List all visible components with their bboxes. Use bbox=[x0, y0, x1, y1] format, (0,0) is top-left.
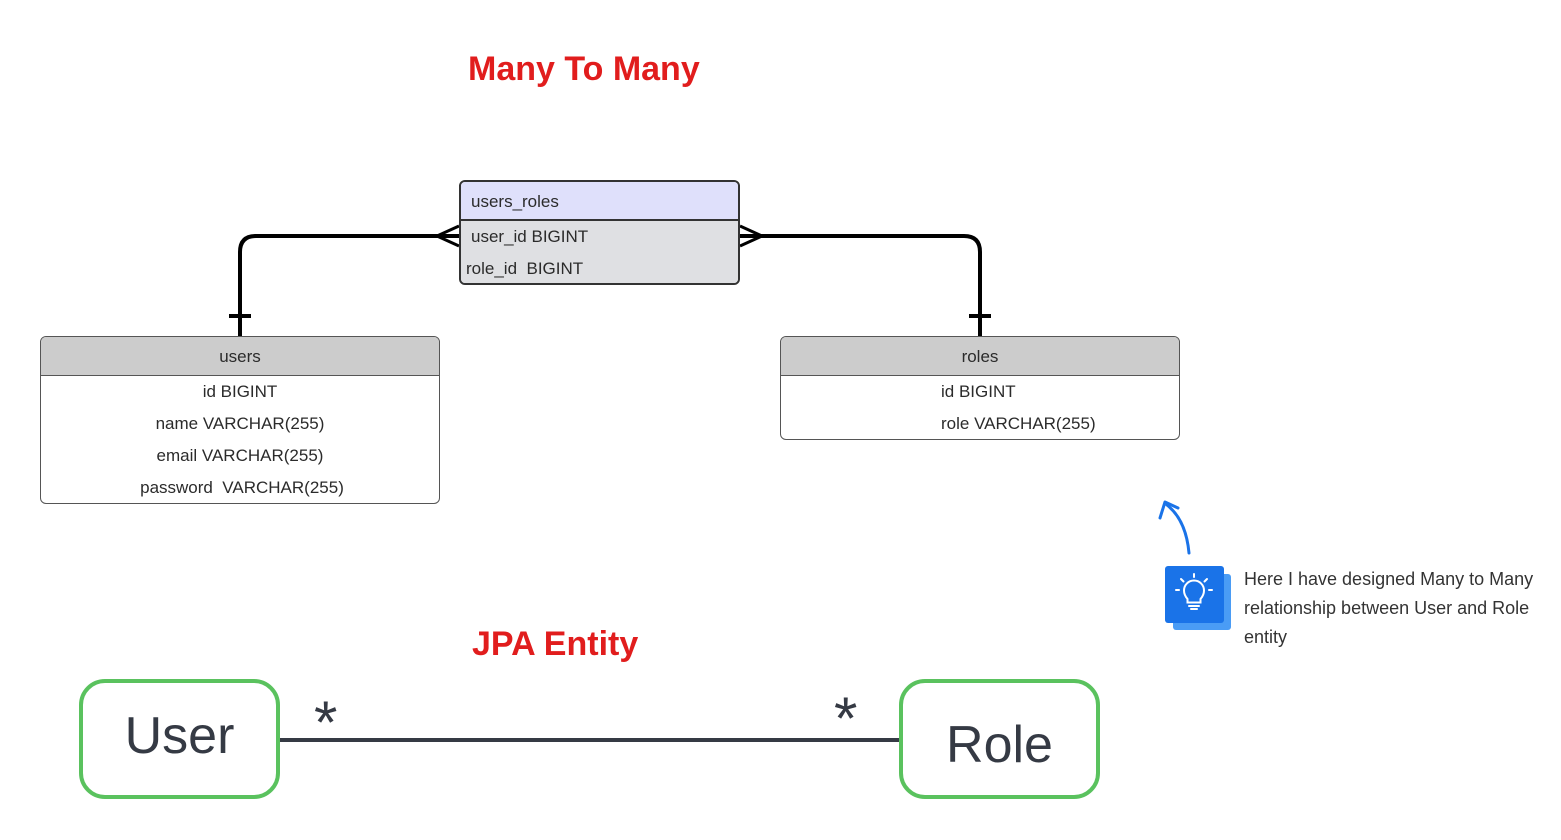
crowfoot-users bbox=[436, 224, 460, 248]
lightbulb-icon bbox=[1165, 566, 1231, 630]
diagram-title: Many To Many bbox=[468, 50, 700, 88]
note-arrowhead bbox=[1158, 500, 1180, 520]
connector-users bbox=[238, 234, 459, 336]
table-column: role_id BIGINT bbox=[466, 259, 584, 278]
table-column: password VARCHAR(255) bbox=[140, 478, 344, 497]
connector-roles bbox=[740, 234, 982, 336]
table-roles[interactable]: roles id BIGINT role VARCHAR(255) bbox=[780, 336, 1180, 440]
entity-role[interactable]: Role bbox=[899, 679, 1100, 799]
table-column: user_id BIGINT bbox=[471, 227, 589, 246]
crowfoot-roles bbox=[739, 224, 763, 248]
multiplicity-left: * bbox=[314, 689, 338, 756]
section-title: JPA Entity bbox=[472, 625, 639, 663]
table-header: roles bbox=[781, 337, 1179, 376]
table-column: role VARCHAR(255) bbox=[941, 414, 1096, 433]
table-users[interactable]: users id BIGINT name VARCHAR(255) email … bbox=[40, 336, 440, 504]
table-column: id BIGINT bbox=[202, 382, 278, 401]
table-header: users_roles bbox=[461, 182, 738, 221]
entity-user[interactable]: User bbox=[79, 679, 280, 799]
table-column: name VARCHAR(255) bbox=[155, 414, 325, 433]
table-column: id BIGINT bbox=[941, 382, 1016, 401]
multiplicity-right: * bbox=[834, 685, 858, 752]
note-text: Here I have designed Many to Many relati… bbox=[1244, 569, 1534, 647]
table-header: users bbox=[41, 337, 439, 376]
note-arrow bbox=[1165, 503, 1191, 555]
table-column: email VARCHAR(255) bbox=[156, 446, 324, 465]
table-users-roles[interactable]: users_roles user_id BIGINT role_id BIGIN… bbox=[459, 180, 740, 285]
